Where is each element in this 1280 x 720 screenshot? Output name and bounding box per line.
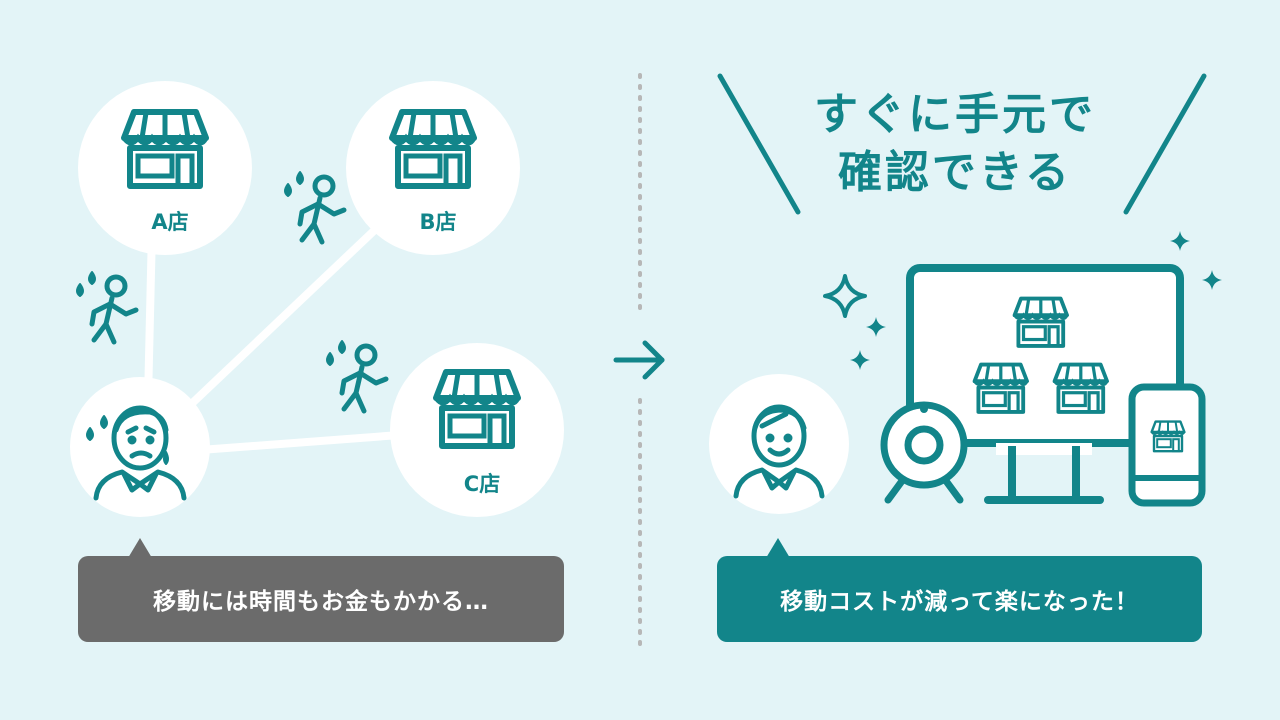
worried-person-icon (86, 405, 187, 501)
bubble-pointer-left (128, 538, 152, 558)
caption-after-bubble: 移動コストが減って楽になった！ (717, 556, 1202, 642)
walking-person-icon-3 (327, 341, 386, 411)
sparkle-icon-1 (823, 274, 867, 318)
store-a-circle (78, 81, 252, 255)
headline: すぐに手元で 確認できる (790, 86, 1120, 202)
store-b-circle (346, 81, 520, 255)
connector-line-c (199, 431, 401, 454)
headline-slash-left (717, 73, 801, 215)
sparkle-icon-3 (850, 350, 870, 370)
store-a-label: A店 (151, 210, 189, 234)
store-b-label: B店 (419, 210, 457, 234)
smartphone-icon (1128, 383, 1206, 507)
happy-person-circle (709, 374, 849, 514)
worried-person-circle (70, 377, 210, 517)
sparkle-icon-5 (1202, 270, 1222, 290)
caption-before-bubble: 移動には時間もお金もかかる… (78, 556, 564, 642)
arrow-right-icon (613, 340, 665, 380)
connector-line-a (144, 229, 156, 401)
walking-person-icon-2 (77, 272, 136, 342)
sparkle-icon-2 (866, 317, 886, 337)
connector-line-b (182, 222, 383, 413)
headline-line-2: 確認できる (837, 147, 1073, 198)
walking-person-icon-1 (285, 172, 344, 242)
headline-slash-right (1123, 73, 1207, 215)
headline-line-1: すぐに手元で (814, 89, 1096, 140)
store-c-label: C店 (463, 472, 501, 496)
sparkle-icon-4 (1170, 231, 1190, 251)
bubble-pointer-right (766, 538, 790, 558)
happy-person-icon (733, 404, 825, 499)
store-c-circle (390, 343, 564, 517)
webcam-icon (880, 401, 968, 504)
